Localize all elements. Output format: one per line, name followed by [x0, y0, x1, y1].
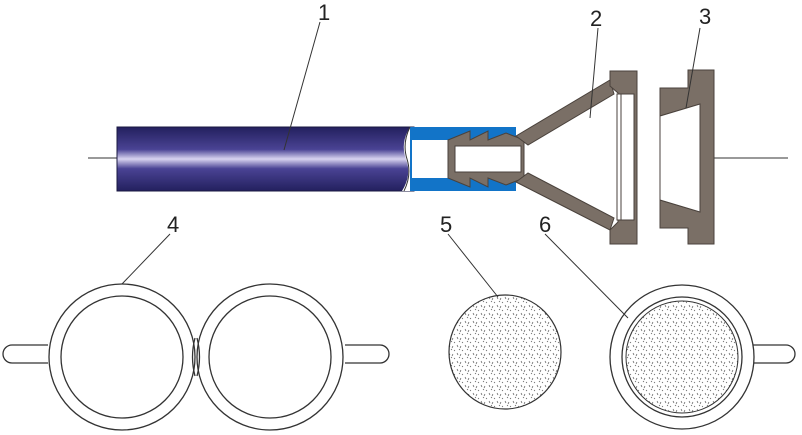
ring-part-3 — [659, 69, 715, 245]
label-5: 5 — [440, 212, 452, 237]
threaded-fitting — [447, 130, 525, 188]
funnel-part-2 — [515, 70, 638, 245]
label-3: 3 — [699, 4, 711, 29]
double-ring-part-4 — [2, 283, 390, 431]
mesh-disk-part-5 — [448, 294, 562, 410]
label-6: 6 — [539, 212, 551, 237]
mesh-ring-part-6 — [609, 284, 796, 430]
label-4: 4 — [167, 212, 179, 237]
tube-part-1 — [116, 126, 415, 192]
label-2: 2 — [590, 6, 602, 31]
leader-lines — [121, 21, 701, 319]
label-1: 1 — [318, 0, 330, 25]
